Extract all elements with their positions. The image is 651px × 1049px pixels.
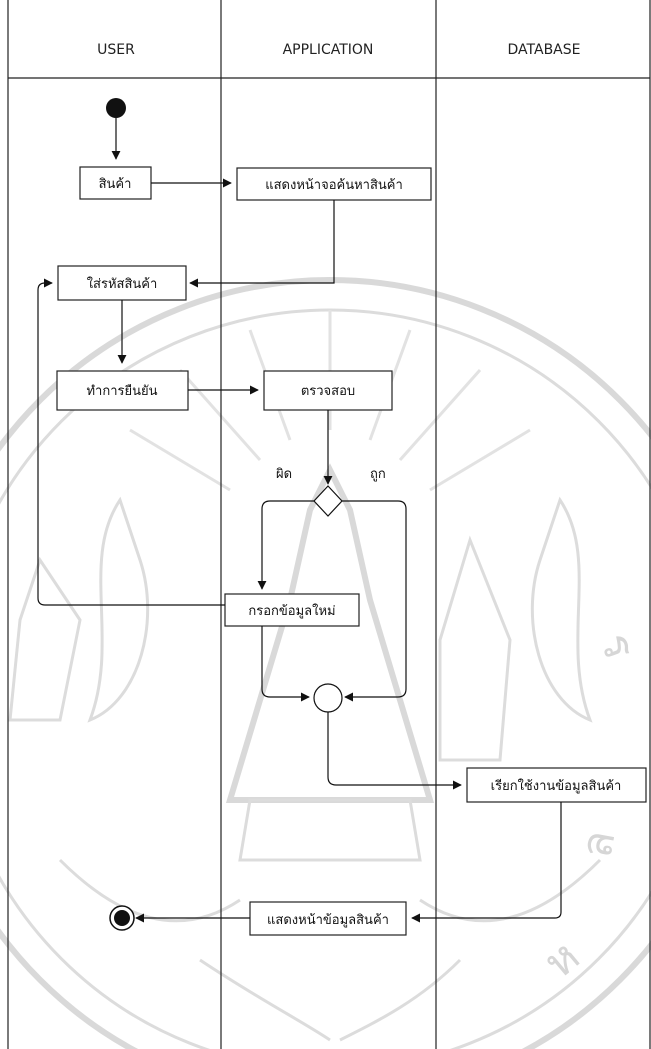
- guard-wrong-label: ผิด: [276, 467, 292, 482]
- node-product-label: สินค้า: [99, 177, 132, 192]
- node-show-detail-box: [249, 901, 407, 936]
- node-confirm-box: [56, 370, 189, 411]
- swimlane-frame: [7, 0, 651, 1049]
- edge-reenter-to-merge: [261, 626, 310, 702]
- node-product-box: [79, 166, 152, 200]
- node-show-search-box: [236, 167, 432, 201]
- end-node: [109, 905, 135, 931]
- edge-decision-right-to-merge: [342, 500, 407, 702]
- lane-header-application: APPLICATION: [283, 42, 374, 58]
- node-show-search-label: แสดงหน้าจอค้นหาสินค้า: [265, 178, 403, 193]
- edge-fetch-to-show-detail: [411, 802, 562, 923]
- node-enter-code-box: [57, 265, 187, 301]
- edge-reenter-loop-to-enter-code: [37, 278, 225, 606]
- svg-text:ห: ห: [534, 931, 589, 989]
- node-reenter-label: กรอกข้อมูลใหม่: [248, 603, 335, 619]
- node-check-box: [263, 370, 393, 411]
- node-fetch-data-label: เรียกใช้งานข้อมูลสินค้า: [491, 778, 622, 794]
- node-reenter-box: [224, 593, 360, 627]
- lane-header-user: USER: [97, 42, 135, 58]
- svg-text:ร: ร: [590, 626, 646, 666]
- node-enter-code-label: ใส่รหัสสินค้า: [87, 276, 158, 292]
- decision-node: [313, 485, 343, 517]
- svg-text:ล: ล: [571, 826, 626, 861]
- node-check-label: ตรวจสอบ: [301, 384, 355, 399]
- merge-node: [313, 683, 343, 713]
- edge-merge-to-fetch-data: [327, 712, 462, 790]
- node-confirm-label: ทำการยืนยัน: [86, 383, 157, 399]
- guard-right-label: ถูก: [370, 467, 386, 482]
- node-fetch-data-box: [466, 767, 647, 803]
- edge-search-to-enter-code: [189, 200, 335, 288]
- edge-decision-wrong-to-reenter: [257, 500, 314, 590]
- start-node: [106, 98, 126, 118]
- lane-header-database: DATABASE: [508, 42, 581, 58]
- node-show-detail-label: แสดงหน้าข้อมูลสินค้า: [267, 913, 389, 928]
